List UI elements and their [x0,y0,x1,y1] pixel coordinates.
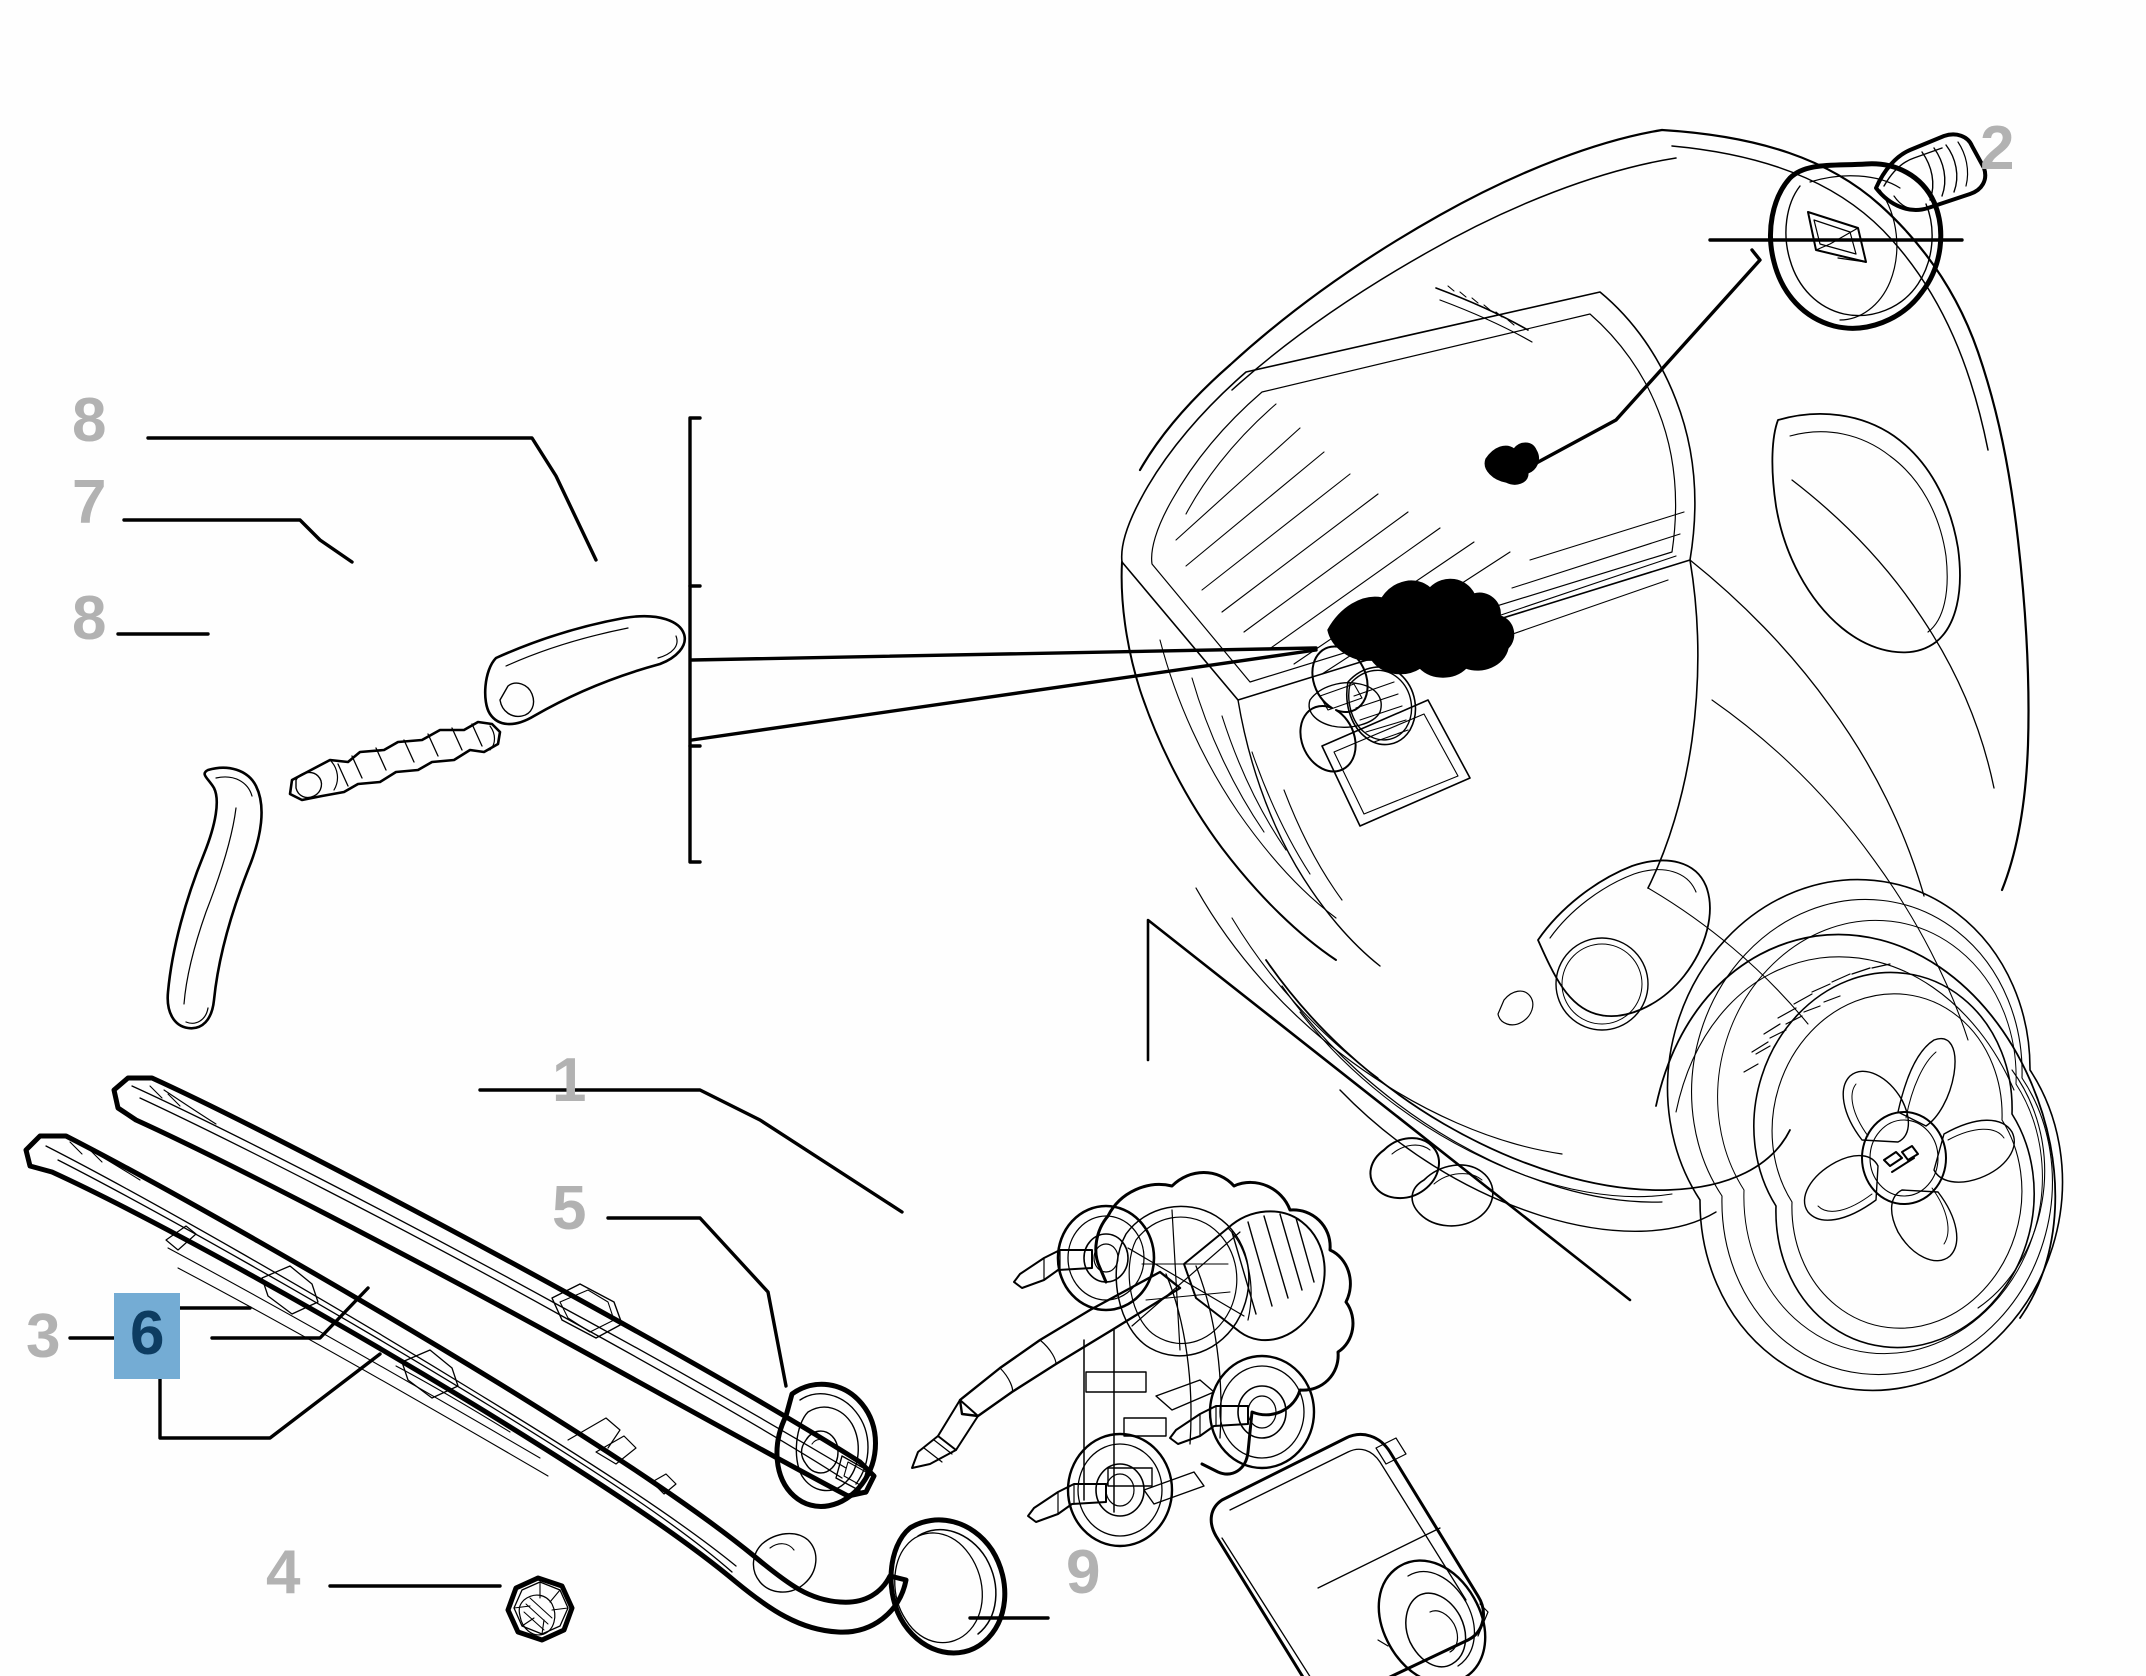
callout-label-4[interactable]: 4 [266,1538,301,1607]
callout-label-5[interactable]: 5 [552,1174,587,1243]
leader-arm-to-car [1146,918,1632,1302]
washer-hoses [166,614,687,1030]
leader-6 [210,1286,370,1340]
callout-label-1[interactable]: 1 [552,1046,587,1115]
retaining-nut [505,1575,575,1643]
bracket-upper-tick [688,416,702,588]
spindle-cap [774,1381,878,1509]
wiper-motor-assembly [911,1137,1489,1676]
callout-label-3[interactable]: 3 [26,1302,61,1371]
leader-lines [68,238,1964,1620]
washer-nozzle-part [1768,132,1988,331]
leader-7 [122,518,354,564]
callout-label-8-upper[interactable]: 8 [72,386,107,455]
wiper-arm-and-blade [23,1075,909,1635]
callout-label-2[interactable]: 2 [1980,114,2015,183]
leader-8-upper [146,436,598,562]
motor-cover-cap [888,1517,1008,1656]
leader-pump-lower [690,648,1318,742]
callout-label-7[interactable]: 7 [72,468,107,537]
leader-5 [606,1216,788,1388]
leader-nozzle-on-car [1514,248,1762,476]
car-body-outline [1120,128,2064,1392]
callout-label-9[interactable]: 9 [1066,1538,1101,1607]
washer-pump-fitting [1327,578,1515,746]
callout-label-8-lower[interactable]: 8 [72,584,107,653]
bracket-lower-tick [688,744,702,864]
leader-pump-upper [690,646,1318,662]
callout-label-6[interactable]: 6 [114,1293,181,1379]
leader-1 [478,1088,904,1214]
